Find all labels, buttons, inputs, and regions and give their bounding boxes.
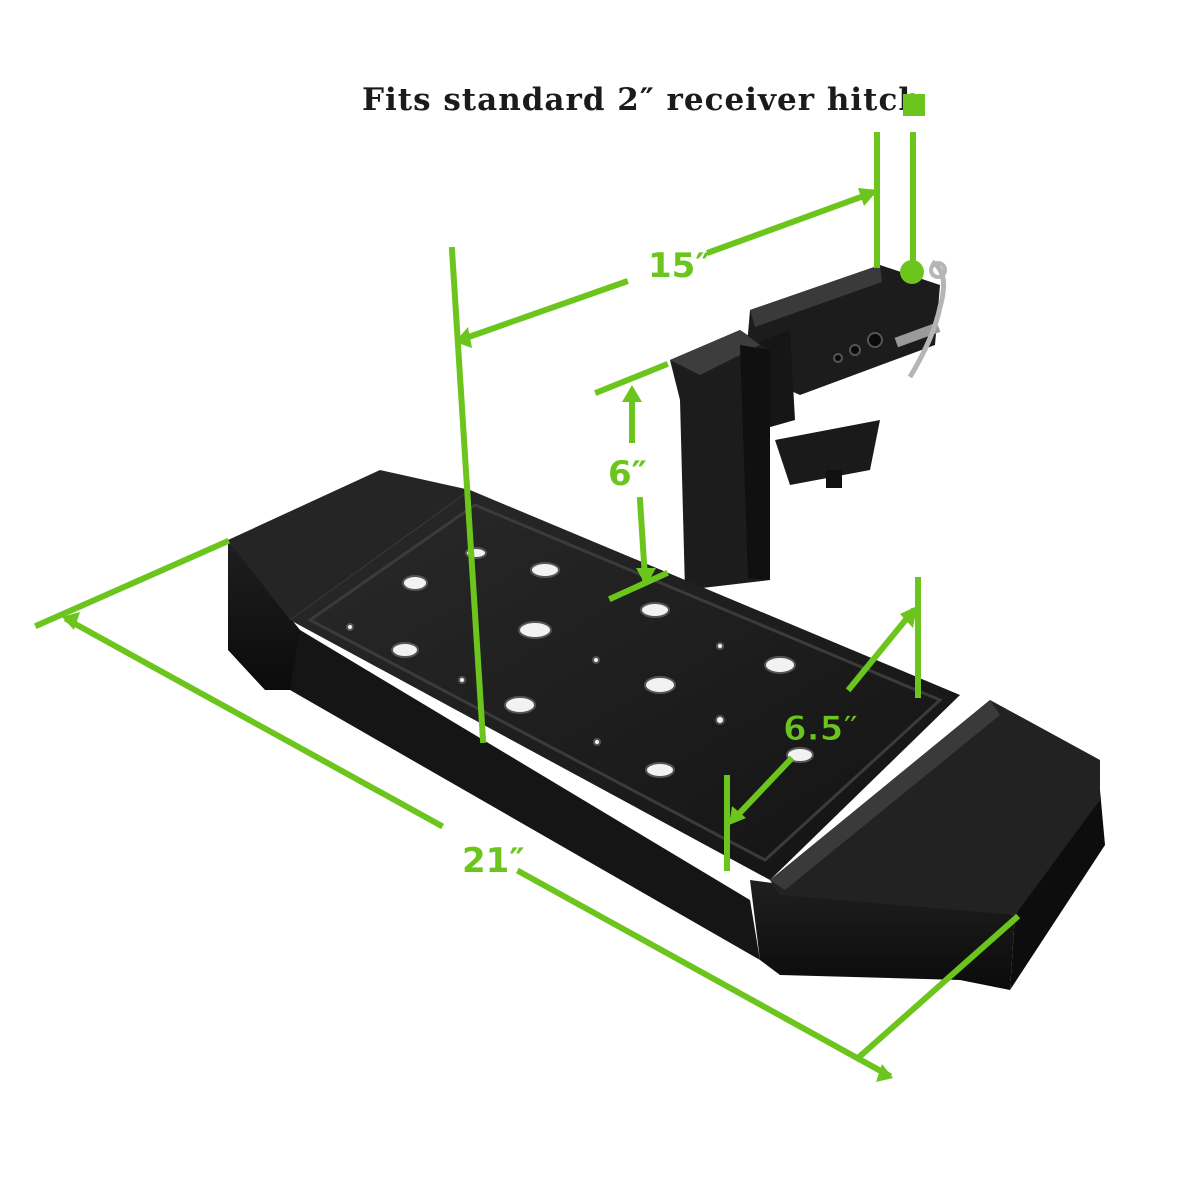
reach-dimension-line-right [706,189,876,256]
arrowhead-icon [636,568,656,586]
arrowheads [62,188,917,1082]
hitch-marker-dot [900,260,924,284]
arrowhead-icon [622,385,642,402]
arrowhead-icon [729,806,746,825]
hitch-step-product [228,259,1105,990]
arrowhead-icon [62,612,80,630]
length-extension-line-right [853,913,1021,1063]
drop-label: 6″ [608,454,647,494]
deck-holes [346,547,814,778]
length-dimension-line-left [63,615,445,830]
hitch-pin [894,259,947,379]
arrowhead-icon [858,188,878,206]
reach-extension-line [448,246,487,744]
width-dimension-line-bottom [730,755,795,823]
reach-dimension-line-left [456,278,629,344]
width-label: 6.5″ [783,709,858,749]
drop-top-extension-line [594,361,669,396]
arrowhead-icon [900,606,917,628]
length-dimension-line-right [515,867,893,1080]
green-square-icon [903,94,925,116]
width-dimension-line-top [845,607,917,693]
arrowhead-icon [876,1064,893,1082]
caption-text: Fits standard 2″ receiver hitch [362,82,922,118]
drop-dimension-line-bottom [636,496,649,582]
arrowhead-icon [455,327,472,348]
drop-bottom-extension-line [608,570,669,602]
reach-label: 15″ [648,246,711,286]
length-extension-line-left [34,538,230,629]
length-label: 21″ [462,841,525,881]
